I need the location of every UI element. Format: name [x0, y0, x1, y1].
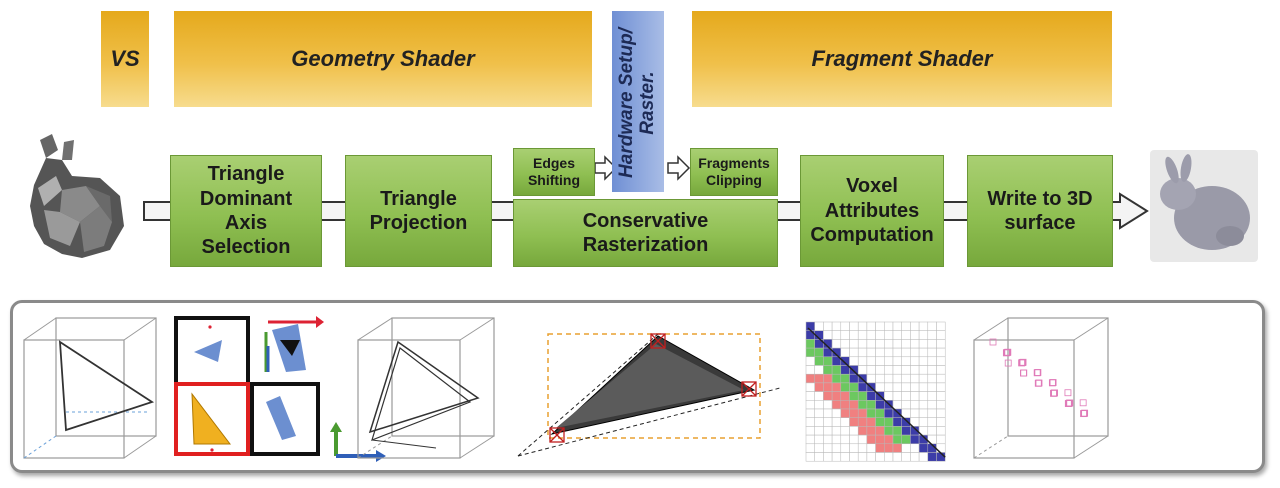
- box-dominant-axis-selection: Triangle Dominant Axis Selection: [170, 155, 322, 267]
- box-write-3d-surface-label: Write to 3D surface: [987, 187, 1093, 234]
- stage-geometry-shader-label: Geometry Shader: [291, 46, 475, 71]
- stage-fragment-shader-label: Fragment Shader: [811, 46, 993, 71]
- box-triangle-projection-label: Triangle Projection: [369, 187, 468, 234]
- stage-geometry-shader: Geometry Shader: [174, 11, 592, 107]
- box-fragments-clipping: Fragments Clipping: [690, 148, 778, 196]
- bunny-voxelized-icon: [1150, 150, 1258, 262]
- box-triangle-projection: Triangle Projection: [345, 155, 492, 267]
- box-dominant-axis-selection-label: Triangle Dominant Axis Selection: [199, 163, 293, 259]
- box-conservative-rasterization: Conservative Rasterization: [513, 199, 778, 267]
- cube-triangle-illustration: [23, 317, 157, 459]
- voxel-grid-illustration: [805, 321, 946, 462]
- dominant-axis-illustration: [174, 316, 386, 462]
- box-edges-shifting-label: Edges Shifting: [527, 154, 581, 189]
- stage-fragment-shader: Fragment Shader: [692, 11, 1112, 107]
- box-write-3d-surface: Write to 3D surface: [967, 155, 1113, 267]
- stage-vs: VS: [101, 11, 149, 107]
- projection-cube-illustration: [357, 317, 495, 459]
- conservative-triangle-illustration: [517, 333, 781, 457]
- edges-arrow: [594, 155, 618, 181]
- box-fragments-clipping-label: Fragments Clipping: [698, 154, 770, 189]
- box-conservative-rasterization-label: Conservative Rasterization: [582, 209, 709, 256]
- box-voxel-attributes-computation: Voxel Attributes Computation: [800, 155, 944, 267]
- bunny-lowpoly-icon: [30, 134, 124, 258]
- stage-vs-label: VS: [110, 46, 140, 71]
- box-voxel-attributes-computation-label: Voxel Attributes Computation: [810, 175, 934, 247]
- fragments-arrow: [667, 155, 691, 181]
- stage-hardware-raster: Hardware Setup/ Raster.: [612, 11, 664, 192]
- voxelized-cube-illustration: [973, 317, 1109, 459]
- box-edges-shifting: Edges Shifting: [513, 148, 595, 196]
